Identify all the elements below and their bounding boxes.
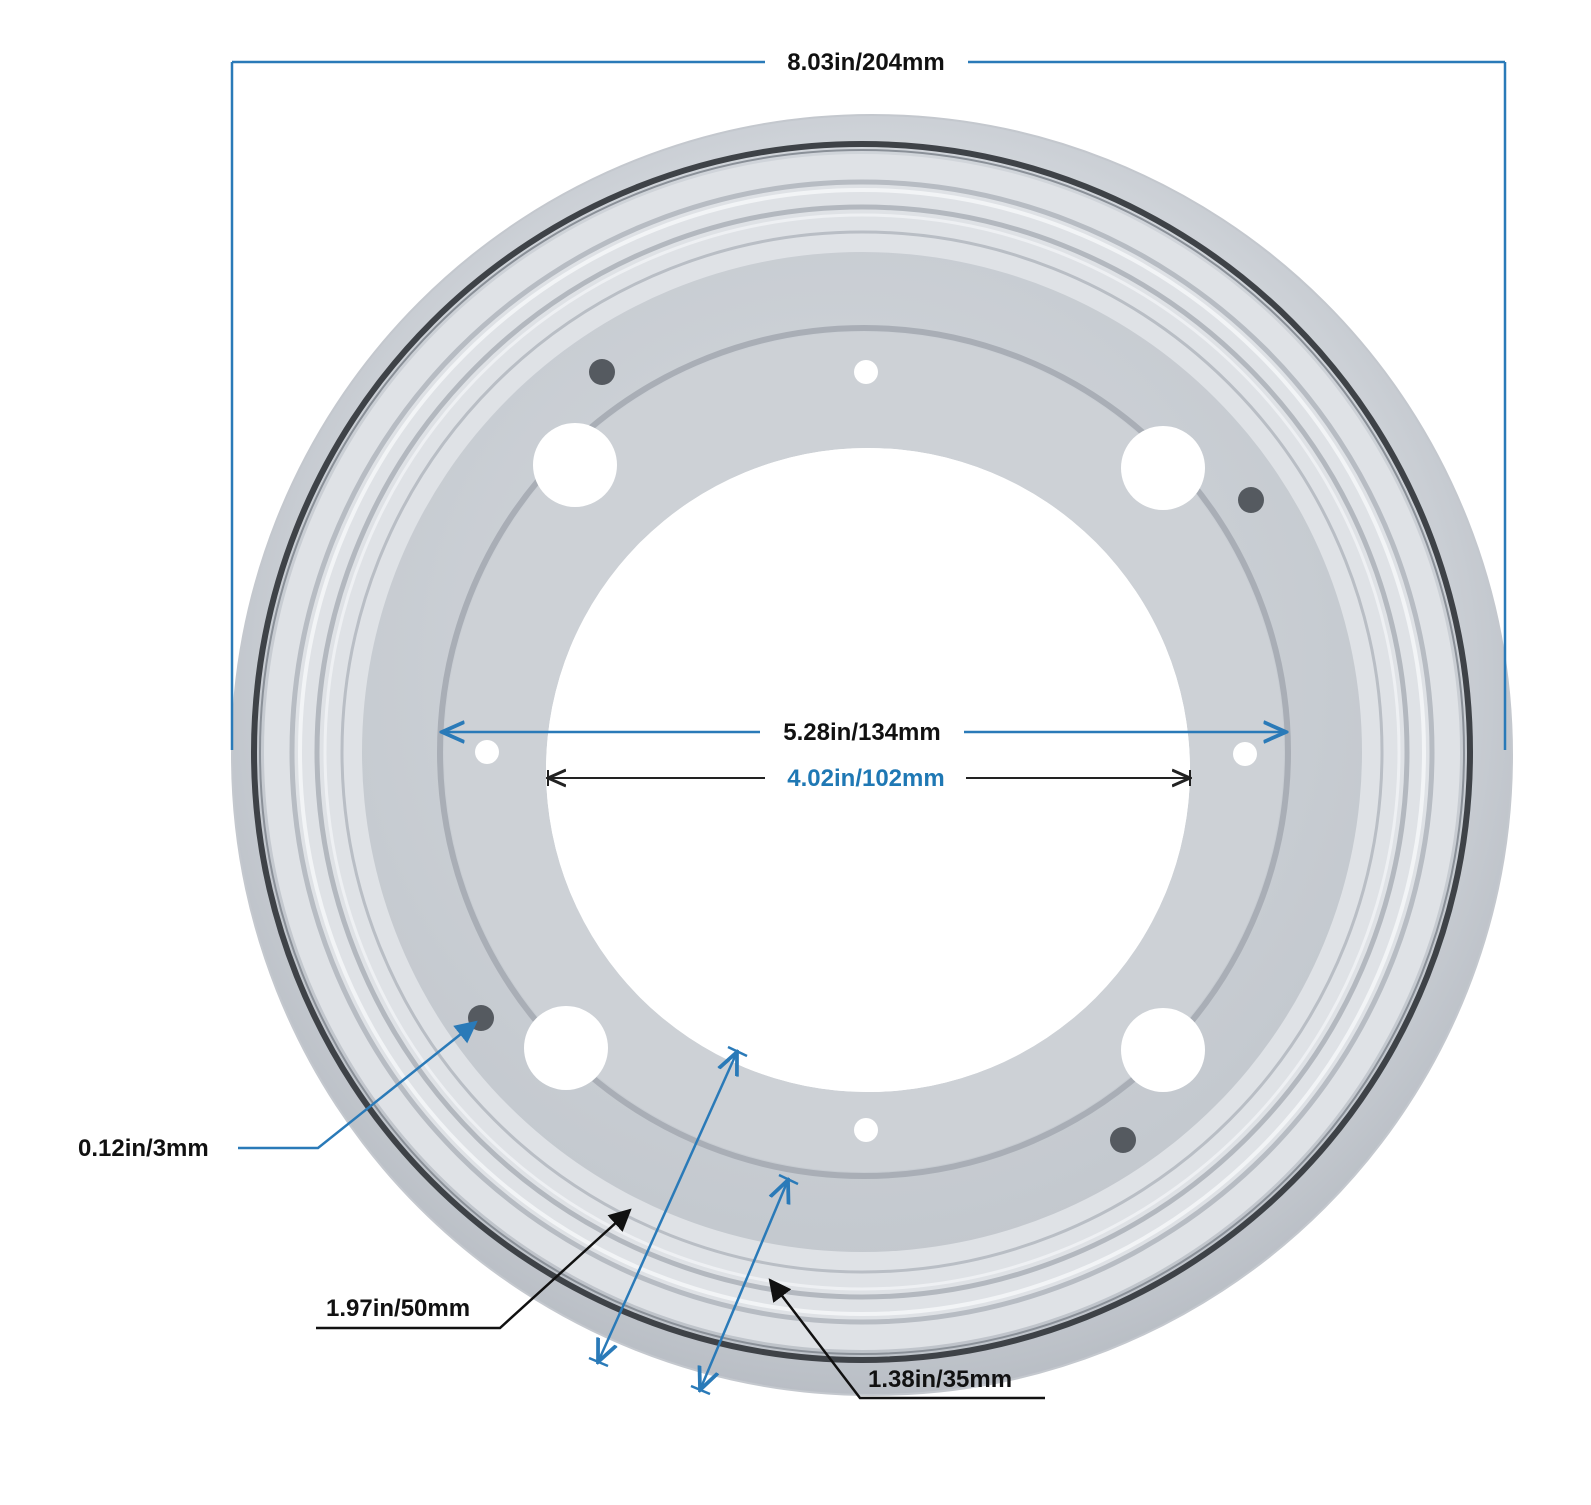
hole-bottom-right — [1110, 1127, 1136, 1153]
label-hole-diameter: 0.12in/3mm — [78, 1135, 209, 1162]
ring-width-tick-bottom — [588, 1356, 609, 1368]
hole-top-left — [589, 359, 615, 385]
notch-bottom-left — [524, 1006, 608, 1090]
notches — [524, 423, 1205, 1092]
ridge-inner — [340, 230, 1384, 1274]
notch-top-right — [1121, 426, 1205, 510]
hole-left — [475, 740, 499, 764]
label-inner-diameter: 4.02in/102mm — [787, 765, 944, 792]
dimension-inner-ring-width — [690, 1173, 1045, 1400]
notch-bottom-right — [1121, 1008, 1205, 1092]
ball-track-gap — [251, 141, 1473, 1363]
bearing-illustration — [231, 114, 1513, 1396]
ring-width-leader — [316, 1208, 632, 1330]
inner-ring-width-dim-line — [700, 1180, 788, 1390]
ring-width-dim-line — [598, 1052, 737, 1362]
dimension-hole-leader — [238, 1020, 478, 1150]
ridge-outer-highlight — [298, 188, 1426, 1316]
hole-right — [1233, 742, 1257, 766]
inner-ring-width-leader — [768, 1278, 1045, 1400]
ridge-mid-highlight — [323, 213, 1401, 1291]
hole-bottom — [854, 1118, 878, 1142]
dimension-labels: 8.03in/204mm 5.28in/134mm 4.02in/102mm 0… — [78, 49, 1012, 1393]
notch-top-left — [533, 423, 617, 507]
ring-width-tick-top — [727, 1045, 748, 1058]
hole-top-right — [1238, 487, 1264, 513]
ridge-outer — [289, 179, 1435, 1325]
hole-leader-line — [238, 1020, 478, 1150]
label-outer-diameter: 8.03in/204mm — [787, 49, 944, 76]
center-opening-top — [546, 448, 1190, 1092]
label-ring-width: 1.97in/50mm — [326, 1295, 470, 1322]
label-outer-ring-diameter: 5.28in/134mm — [783, 719, 940, 746]
hole-top — [854, 360, 878, 384]
inner-ring-width-tick-top — [778, 1173, 799, 1186]
dimension-ring-width — [316, 1045, 748, 1368]
ball-track-edge — [259, 149, 1465, 1355]
dimension-outer-diameter — [230, 60, 1507, 750]
dimension-inner-diameter — [548, 770, 1190, 786]
mounting-holes — [468, 359, 1264, 1153]
inner-ring-width-tick-bottom — [690, 1384, 711, 1396]
hole-bottom-left — [468, 1005, 494, 1031]
inner-step-shadow — [437, 325, 1291, 1179]
ridge-mid — [314, 204, 1410, 1300]
dimension-annotations — [230, 60, 1507, 1400]
label-inner-ring-width: 1.38in/35mm — [868, 1366, 1012, 1393]
